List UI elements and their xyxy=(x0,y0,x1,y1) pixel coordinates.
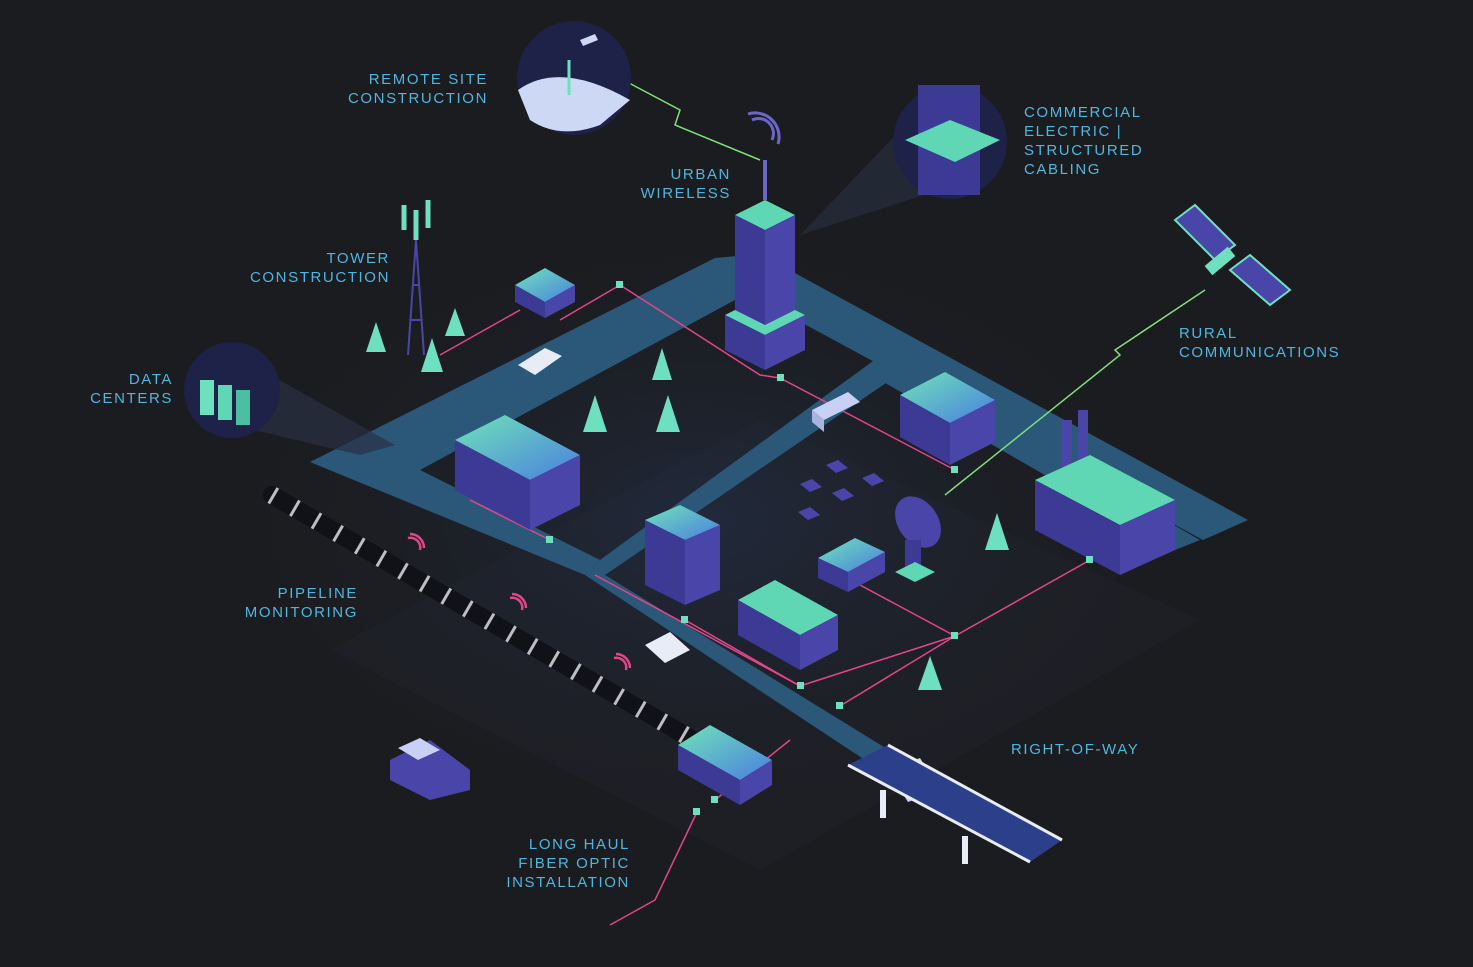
office-building-left xyxy=(455,415,580,530)
label-pipeline: PIPELINE MONITORING xyxy=(244,585,358,621)
small-office-building xyxy=(515,268,575,318)
car-icon xyxy=(518,348,690,663)
ship-icon xyxy=(390,738,470,800)
factory-building xyxy=(1035,410,1175,575)
tower-icon xyxy=(401,200,431,356)
warehouse-building xyxy=(738,580,838,670)
remote-site-circle xyxy=(517,21,631,135)
label-tower: TOWER CONSTRUCTION xyxy=(249,250,390,286)
label-remote-site: REMOTE SITE CONSTRUCTION xyxy=(347,71,488,107)
trees xyxy=(366,308,1009,690)
label-right-of-way: RIGHT-OF-WAY xyxy=(1011,741,1140,758)
skyscraper xyxy=(725,160,805,370)
helicopter-icon xyxy=(580,34,598,46)
stacked-building xyxy=(900,372,995,465)
commercial-circle xyxy=(893,85,1007,199)
small-building-center xyxy=(818,538,885,592)
pipeline-icon xyxy=(263,486,699,747)
tall-building-center xyxy=(645,505,720,605)
dish-icon xyxy=(895,496,941,582)
label-urban-wireless: URBAN WIRELESS xyxy=(640,166,731,202)
label-rural: RURAL COMMUNICATIONS xyxy=(1179,325,1341,361)
bridge-icon xyxy=(847,743,1063,864)
wifi-icon xyxy=(747,111,781,145)
junction-nodes xyxy=(546,281,1093,815)
solar-panel-icon xyxy=(798,460,884,520)
label-long-haul: LONG HAUL FIBER OPTIC INSTALLATION xyxy=(506,836,630,891)
satellite-icon xyxy=(1173,203,1292,307)
data-centers-beam xyxy=(245,372,395,455)
signal-lines xyxy=(594,64,1206,496)
data-centers-circle xyxy=(184,342,280,438)
label-commercial: COMMERCIAL ELECTRIC | STRUCTURED CABLING xyxy=(1024,104,1144,178)
pipeline-wifi-icons xyxy=(407,532,632,671)
label-data-centers: DATA CENTERS xyxy=(90,371,173,407)
fiber-hut-building xyxy=(678,725,772,805)
